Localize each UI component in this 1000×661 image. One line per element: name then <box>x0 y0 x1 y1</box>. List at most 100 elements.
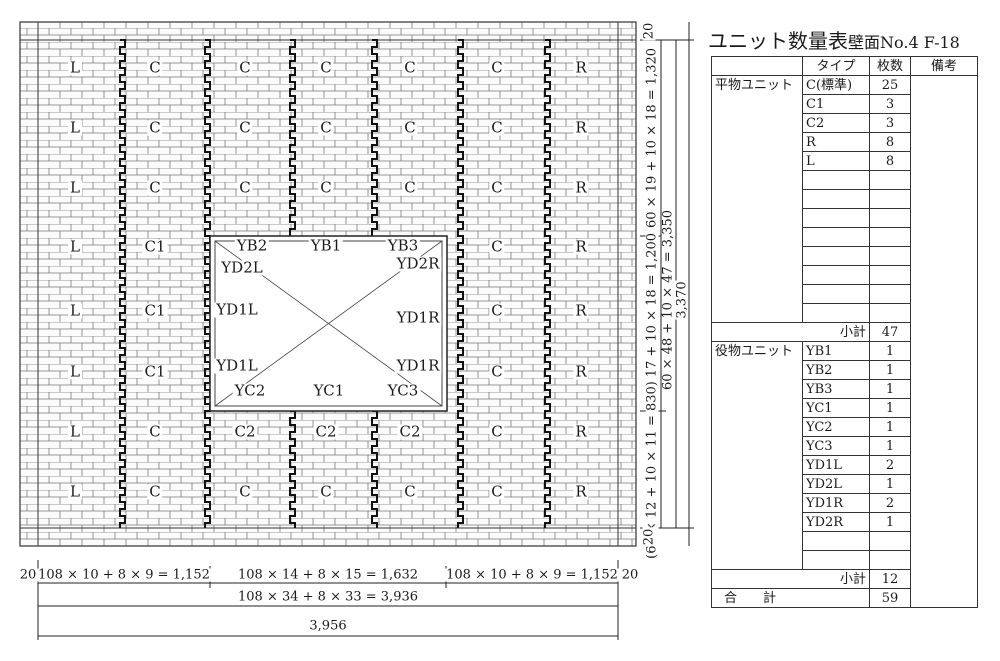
opening-label-yc2: YC2 <box>232 381 268 400</box>
table-row <box>711 208 978 228</box>
table-notes-cell <box>910 303 978 323</box>
table-type-cell <box>802 303 870 323</box>
table-row <box>711 170 978 190</box>
table-notes-cell <box>910 417 978 437</box>
table-group-cell <box>711 303 803 323</box>
table-count-cell <box>869 170 911 190</box>
unit-label: C1 <box>142 301 168 320</box>
table-notes-cell <box>910 493 978 513</box>
table-header-group <box>711 56 803 76</box>
opening-label-yd1l: YD1L <box>214 300 260 319</box>
table-row <box>711 303 978 323</box>
table-header-notes: 備考 <box>910 56 978 76</box>
table-header-count: 枚数 <box>869 56 911 76</box>
unit-label: C <box>237 482 253 501</box>
table-type-cell: YD1L <box>802 455 870 475</box>
table-type-cell <box>802 284 870 304</box>
table-type-cell: C(標準) <box>802 75 870 95</box>
table-notes-cell <box>910 436 978 456</box>
table-notes-cell <box>910 170 978 190</box>
table-type-cell: C1 <box>802 94 870 114</box>
table-notes-cell <box>910 284 978 304</box>
unit-label: R <box>573 118 589 137</box>
wall-elevation <box>19 21 694 640</box>
table-type-cell: YD2R <box>802 512 870 532</box>
table-total-label: 合 計 <box>711 588 870 608</box>
dim-bottom-total: 3,956 <box>308 618 348 634</box>
table-group-cell <box>711 132 803 152</box>
table-group-cell <box>711 531 803 551</box>
table-title-main: ユニット数量表 <box>708 29 848 53</box>
table-notes-cell <box>910 588 978 608</box>
unit-label: C2 <box>313 422 339 441</box>
table-count-cell <box>869 208 911 228</box>
unit-joint-line <box>119 39 126 528</box>
table-group-cell <box>711 360 803 380</box>
dim-right-top: 60 × 19 + 10 × 18 = 1,320 <box>644 46 660 230</box>
table-count-cell: 1 <box>869 398 911 418</box>
table-row <box>711 550 978 570</box>
table-group-cell <box>711 417 803 437</box>
table-notes-cell <box>910 94 978 114</box>
opening-label-yd2l: YD2L <box>219 258 265 277</box>
unit-joint-line <box>457 39 464 528</box>
table-header-type: タイプ <box>802 56 870 76</box>
table-group-cell <box>711 455 803 475</box>
table-count-cell: 25 <box>869 75 911 95</box>
dim-bottom-inner-total: 108 × 34 + 8 × 33 = 3,936 <box>236 589 420 605</box>
table-subtotal-label: 小計 <box>711 322 870 342</box>
unit-label: R <box>573 482 589 501</box>
table-type-cell: R <box>802 132 870 152</box>
dim-right-bottom-edge: 20 <box>641 527 657 547</box>
table-count-cell <box>869 550 911 570</box>
table-group-cell <box>711 436 803 456</box>
unit-label: C <box>402 118 418 137</box>
unit-label: L <box>68 237 82 256</box>
table-total-value: 59 <box>869 588 911 608</box>
table-group-cell <box>711 265 803 285</box>
table-type-cell <box>802 189 870 209</box>
unit-label: R <box>573 58 589 77</box>
unit-label: L <box>68 362 82 381</box>
unit-label: L <box>68 482 82 501</box>
table-type-cell <box>802 246 870 266</box>
dim-right-total: 3,370 <box>674 280 690 320</box>
table-count-cell <box>869 265 911 285</box>
table-type-cell: YC3 <box>802 436 870 456</box>
table-notes-cell <box>910 265 978 285</box>
table-type-cell: YD2L <box>802 474 870 494</box>
table-notes-cell <box>910 322 978 342</box>
table-row <box>711 227 978 247</box>
table-notes-cell <box>910 189 978 209</box>
table-group-cell <box>711 170 803 190</box>
table-type-cell: C2 <box>802 113 870 133</box>
opening-label-yd2r: YD2R <box>394 254 442 273</box>
table-group-cell: 平物ユニット <box>711 75 803 95</box>
table-count-cell: 1 <box>869 436 911 456</box>
table-notes-cell <box>910 550 978 570</box>
table-count-cell <box>869 303 911 323</box>
opening-label-yb1: YB1 <box>308 236 344 255</box>
table-group-cell: 役物ユニット <box>711 341 803 361</box>
unit-label: C <box>489 237 505 256</box>
table-notes-cell <box>910 113 978 133</box>
table-group-cell <box>711 151 803 171</box>
table-type-cell <box>802 208 870 228</box>
unit-label: L <box>68 118 82 137</box>
bottom-dimension-lines <box>37 560 619 640</box>
table-notes-cell <box>910 208 978 228</box>
unit-joint-line <box>371 39 378 528</box>
unit-label: C <box>318 118 334 137</box>
table-type-cell: YC2 <box>802 417 870 437</box>
table-count-cell: 1 <box>869 417 911 437</box>
dim-edge-right: 20 <box>620 567 640 583</box>
table-notes-cell <box>910 75 978 95</box>
table-count-cell <box>869 189 911 209</box>
